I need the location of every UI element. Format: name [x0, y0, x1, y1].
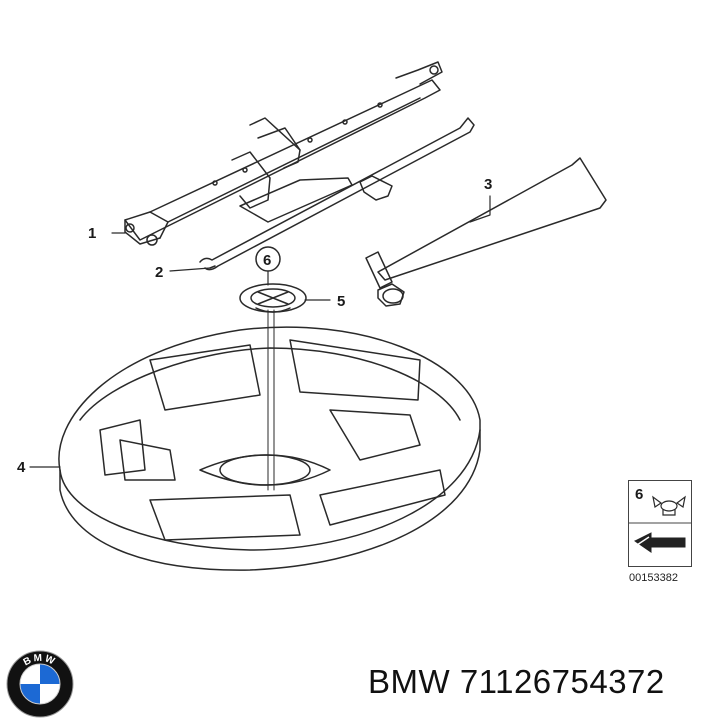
reference-box: 6	[628, 480, 692, 567]
callout-1: 1	[88, 225, 96, 242]
reference-label: 6	[635, 486, 643, 503]
leader-lines	[29, 195, 491, 468]
callout-5: 5	[337, 293, 345, 310]
wing-nut-holder	[239, 283, 307, 491]
logo-text: BMW	[22, 653, 56, 669]
brand-name: BMW	[368, 663, 451, 700]
callout-2: 2	[155, 264, 163, 281]
bmw-logo-icon: BMW	[6, 650, 74, 718]
svg-text:BMW: BMW	[22, 653, 58, 669]
callout-4: 4	[17, 459, 26, 476]
tool-tray	[58, 326, 481, 571]
part-number-caption: BMW 71126754372	[368, 663, 665, 701]
crank-rod	[199, 117, 475, 271]
wheel-wrench	[365, 157, 607, 307]
wing-nut-reference-icon: 6	[629, 486, 691, 553]
part-number: 71126754372	[459, 663, 665, 700]
callout-3: 3	[484, 176, 492, 193]
reference-code: 00153382	[629, 572, 678, 584]
callout-6-circle	[255, 246, 281, 272]
scissor-jack	[124, 61, 443, 246]
callout-6: 6	[263, 252, 271, 269]
